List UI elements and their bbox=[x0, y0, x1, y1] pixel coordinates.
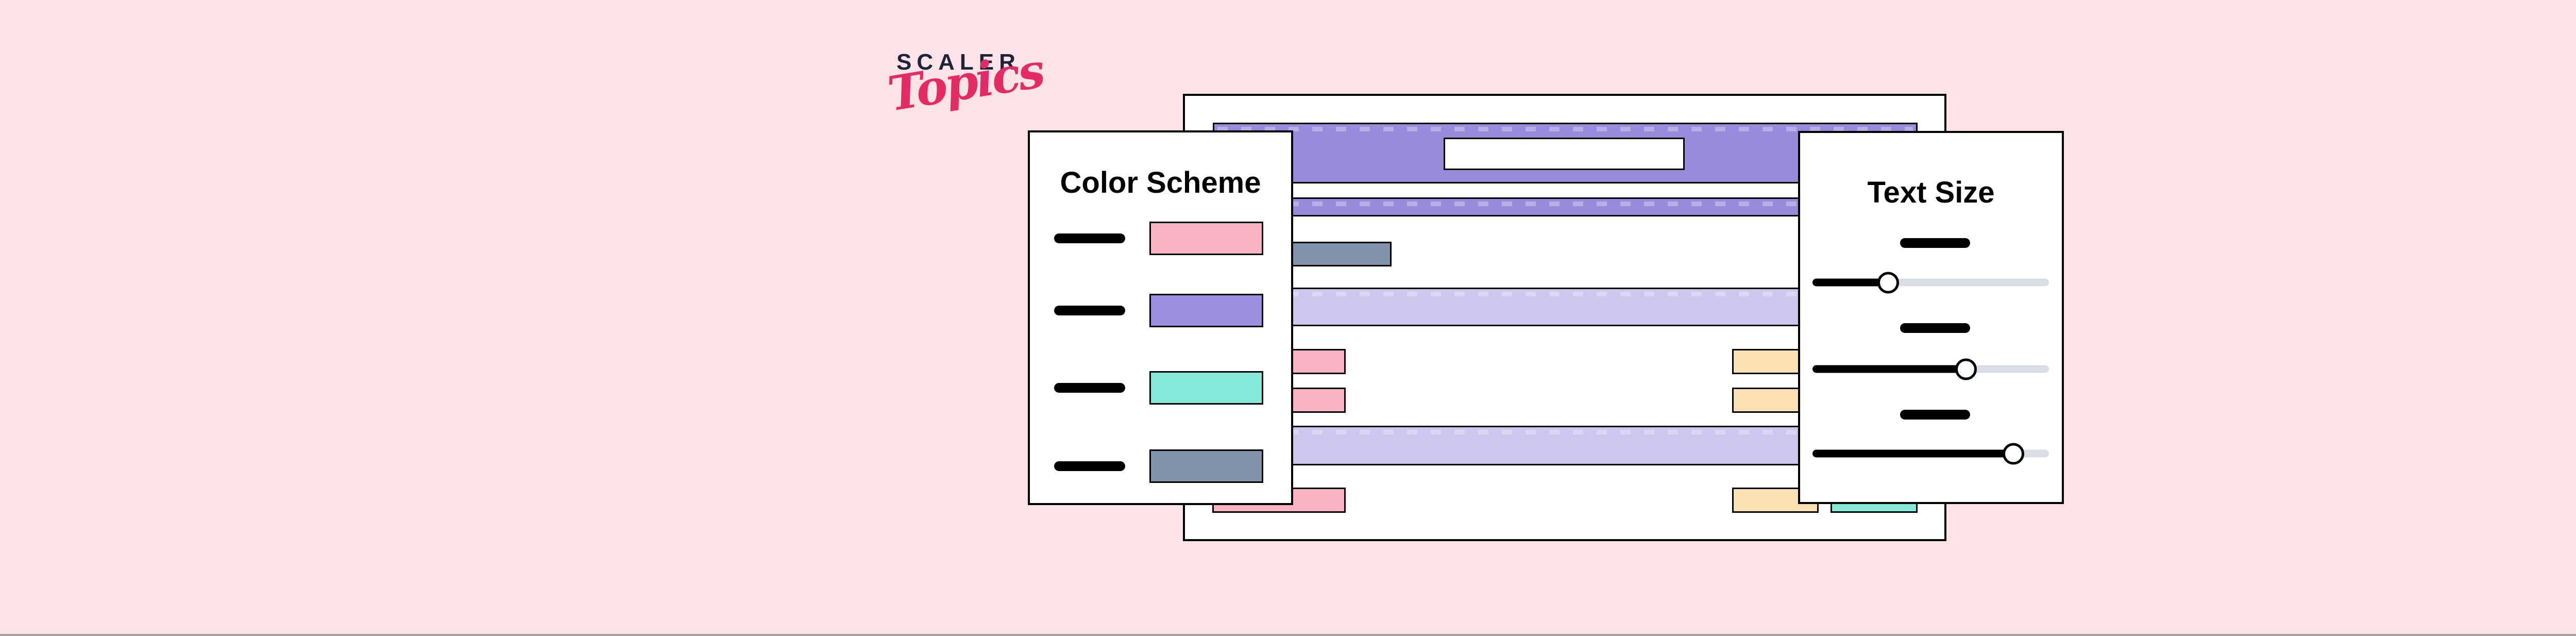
label-line bbox=[1900, 238, 1970, 248]
label-line bbox=[1054, 383, 1125, 393]
color-scheme-title: Color Scheme bbox=[1060, 166, 1261, 199]
slider-track[interactable] bbox=[1812, 358, 2049, 380]
mockup-search-box bbox=[1444, 138, 1685, 170]
text-size-slider-small[interactable] bbox=[1812, 272, 2049, 293]
label-line bbox=[1054, 461, 1125, 471]
text-size-slider-medium[interactable] bbox=[1812, 358, 2049, 380]
slider-knob[interactable] bbox=[1877, 272, 1899, 293]
color-swatch-teal[interactable] bbox=[1149, 371, 1263, 405]
label-line bbox=[1900, 410, 1970, 420]
slider-fill bbox=[1812, 278, 1888, 287]
color-swatch-slate[interactable] bbox=[1149, 449, 1263, 483]
label-line bbox=[1054, 233, 1125, 243]
scaler-topics-logo: SCALER Topics bbox=[884, 43, 1047, 122]
scaler-logo-text: SCALER bbox=[896, 49, 1021, 75]
label-line bbox=[1054, 306, 1125, 315]
text-size-title: Text Size bbox=[1867, 176, 1995, 209]
color-swatch-purple[interactable] bbox=[1149, 294, 1263, 327]
slider-fill bbox=[1812, 449, 2014, 458]
text-size-slider-large[interactable] bbox=[1812, 443, 2049, 464]
slider-fill bbox=[1812, 365, 1967, 373]
text-size-panel: Text Size bbox=[1798, 131, 2064, 504]
slider-track[interactable] bbox=[1812, 272, 2049, 293]
color-swatch-pink[interactable] bbox=[1149, 222, 1263, 255]
label-line bbox=[1900, 323, 1970, 333]
color-scheme-panel: Color Scheme bbox=[1028, 130, 1293, 505]
slider-knob[interactable] bbox=[1955, 358, 1977, 380]
slider-knob[interactable] bbox=[2003, 443, 2025, 464]
slider-track[interactable] bbox=[1812, 443, 2049, 464]
